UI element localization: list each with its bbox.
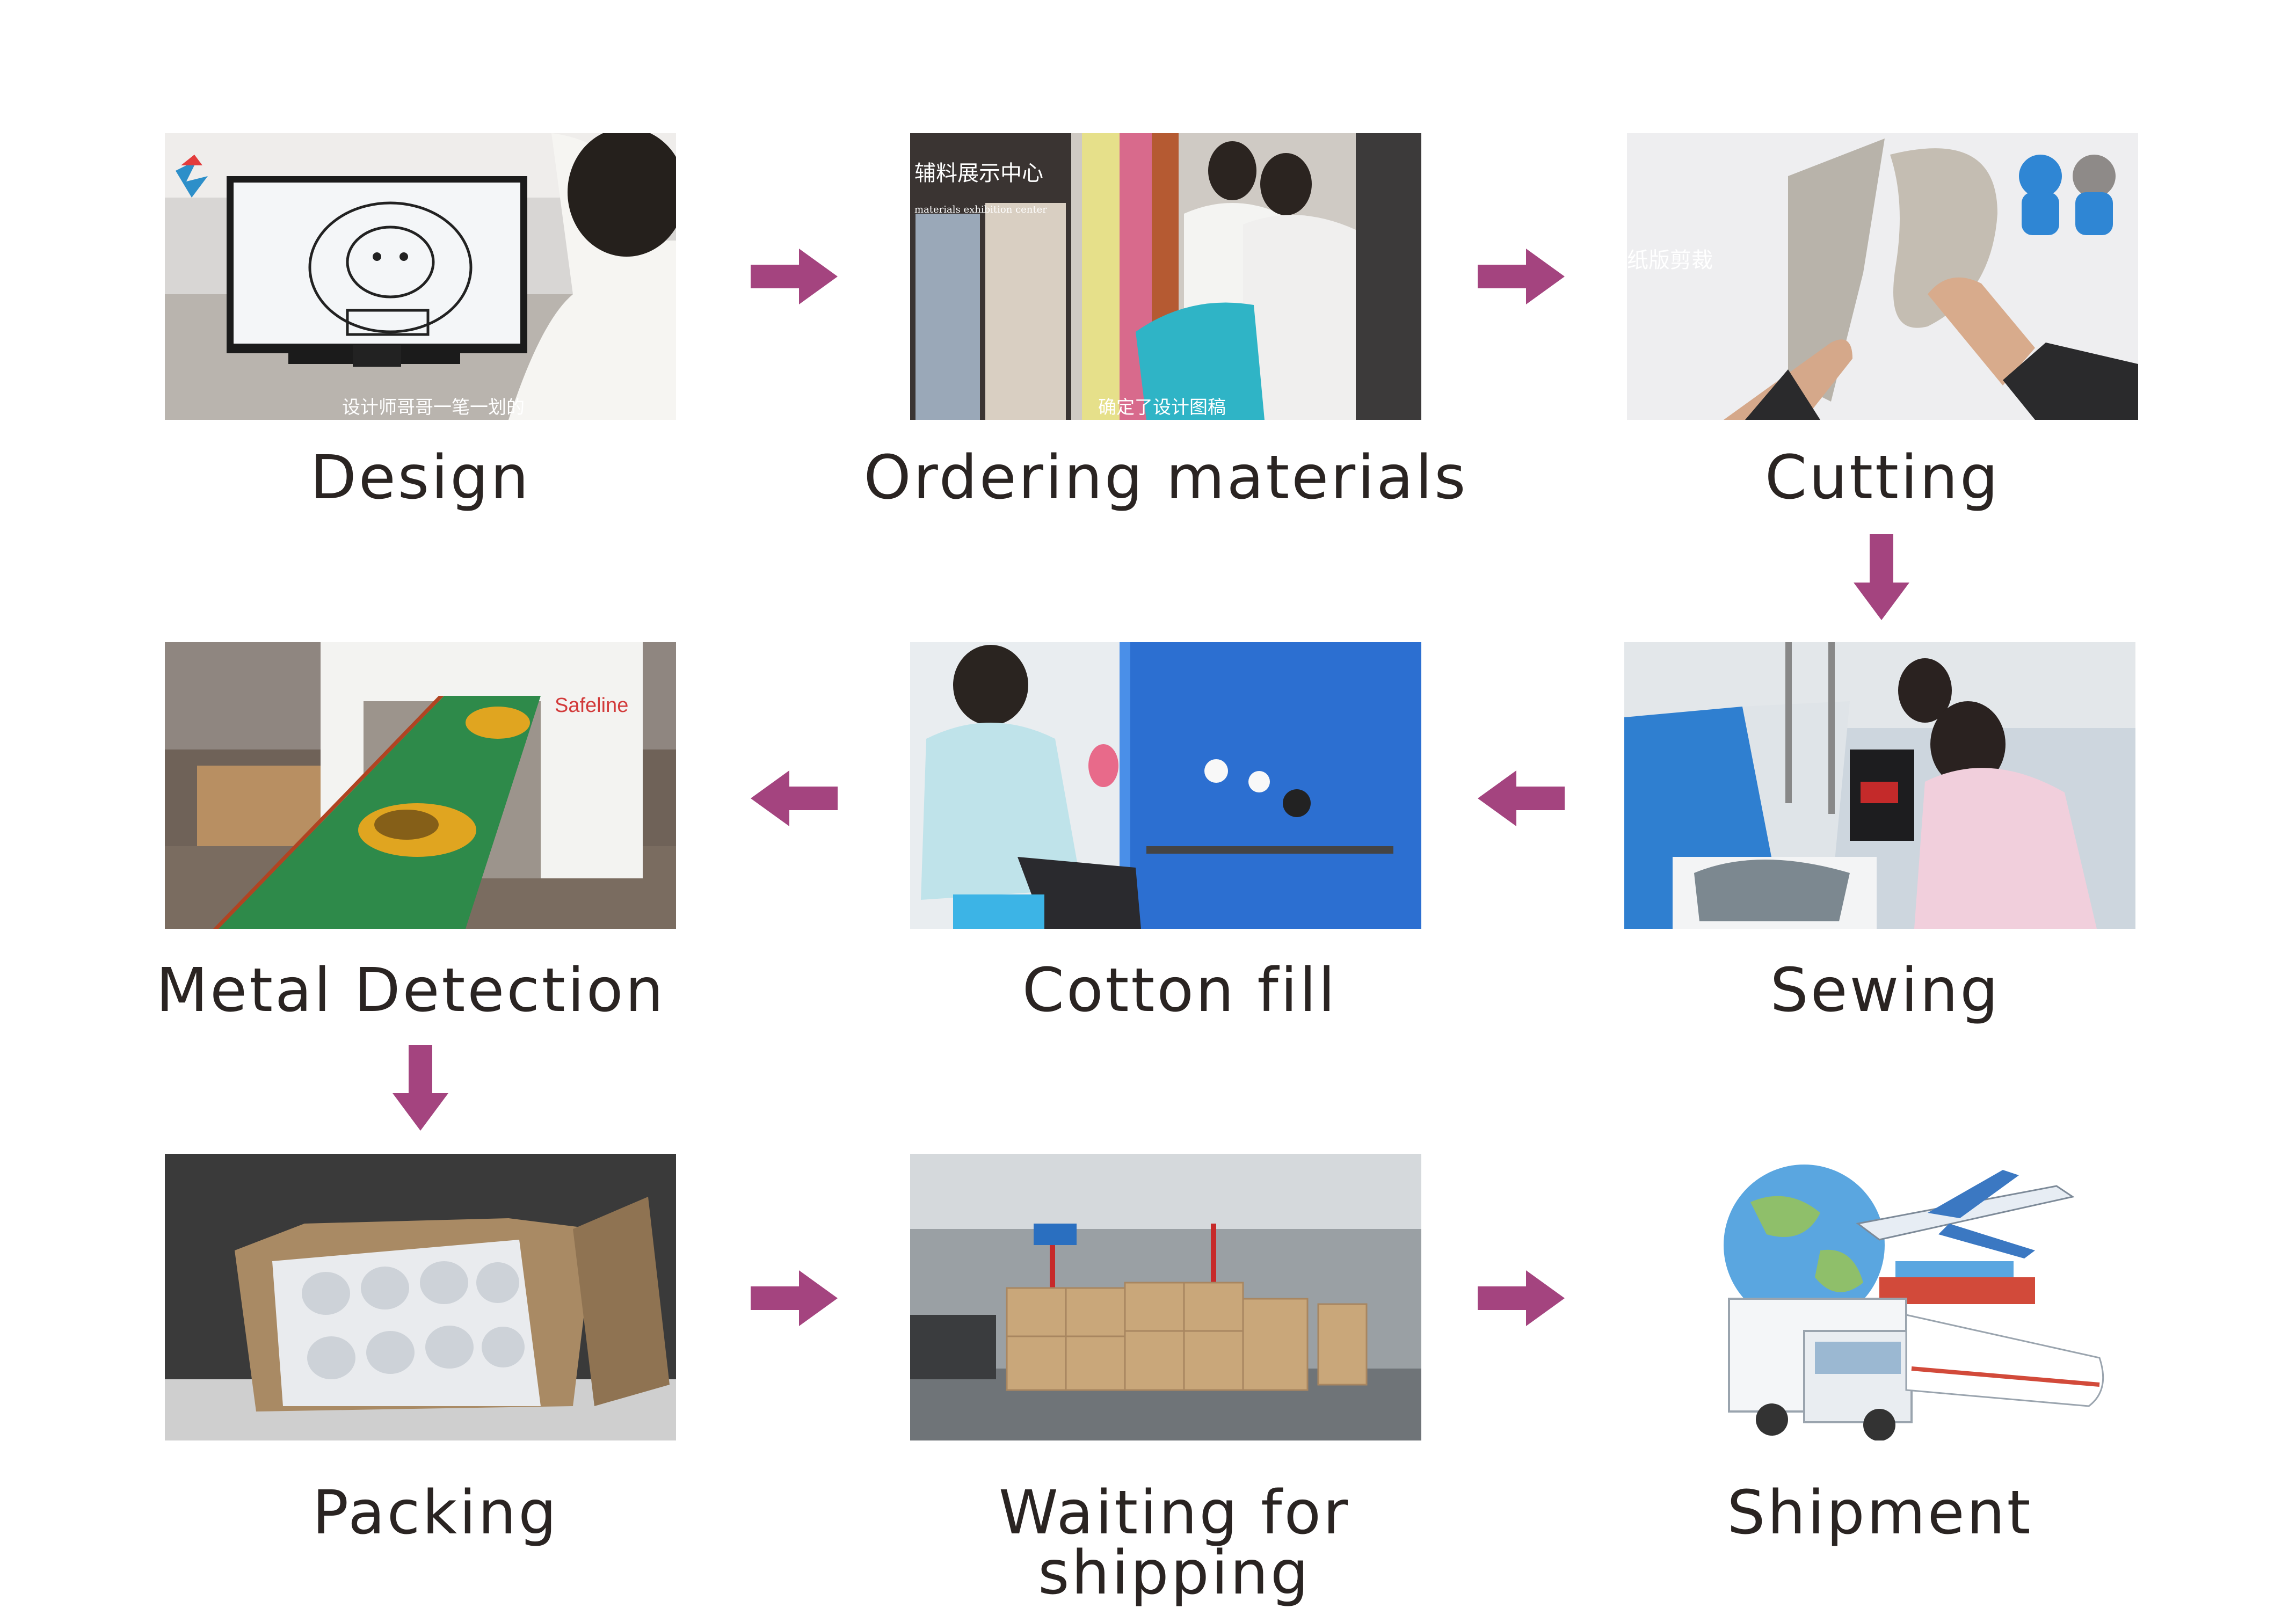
arrow-right-icon (751, 1270, 838, 1326)
step-label-waiting-for-shipping: Waiting for shipping (998, 1478, 1350, 1608)
arrow-left-icon (1478, 770, 1565, 826)
packing-photo (165, 1154, 676, 1440)
cutting-photo-caption: 纸版剪裁 (1627, 248, 1713, 273)
cutting-photo: 纸版剪裁 (1627, 133, 2138, 420)
arrow-down-icon (1854, 534, 1909, 620)
step-label-sewing: Sewing (1770, 956, 2001, 1025)
arrow-right-icon (1478, 1270, 1565, 1326)
materials-sign-cn: 辅料展示中心 (914, 161, 1043, 186)
arrow-left-icon (751, 770, 838, 826)
cotton-fill-photo (910, 642, 1421, 929)
waiting-for-shipping-photo (910, 1154, 1421, 1440)
step-label-metal-detection: Metal Detection (156, 956, 666, 1025)
arrow-right-icon (751, 249, 838, 304)
materials-sign-en: materials exhibition center (914, 204, 1047, 215)
step-label-cutting: Cutting (1764, 443, 2001, 513)
step-label-shipment: Shipment (1727, 1478, 2033, 1548)
arrow-down-icon (393, 1045, 448, 1131)
step-label-design: Design (310, 443, 531, 513)
step-label-cotton-fill: Cotton fill (1022, 956, 1338, 1025)
step-label-packing: Packing (312, 1478, 559, 1548)
shipment-illustration (1627, 1154, 2138, 1440)
design-photo: 设计师哥哥一笔一划的 (165, 133, 676, 420)
arrow-right-icon (1478, 249, 1565, 304)
ordering-photo-caption: 确定了设计图稿 (1098, 397, 1226, 418)
sewing-photo (1624, 642, 2135, 929)
ordering-materials-photo: 辅料展示中心 materials exhibition center 确定了设计… (910, 133, 1421, 420)
safeline-brand: Safeline (555, 694, 628, 717)
design-photo-caption: 设计师哥哥一笔一划的 (342, 397, 525, 418)
step-label-ordering-materials: Ordering materials (863, 443, 1468, 513)
metal-detection-photo: Safeline (165, 642, 676, 929)
